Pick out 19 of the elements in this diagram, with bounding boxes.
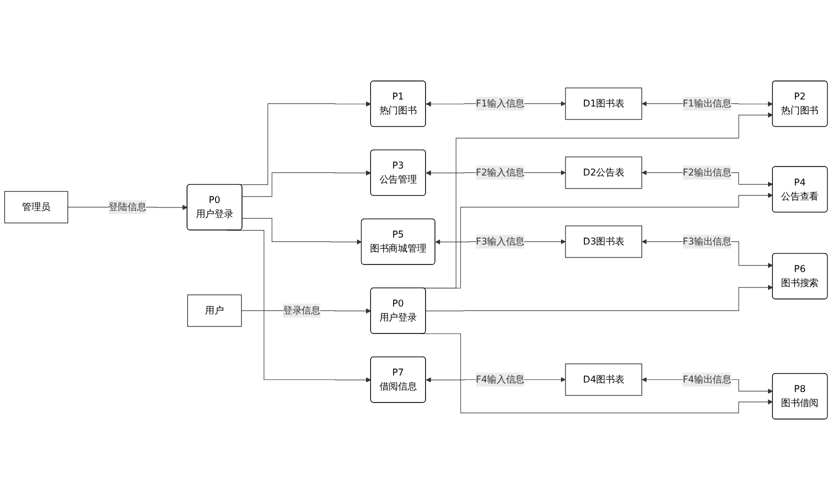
edge-label: F2输出信息 <box>682 166 732 178</box>
arrow <box>242 170 372 197</box>
edge-label: F3输入信息 <box>476 236 525 247</box>
edge-label: F1输出信息 <box>682 98 732 109</box>
edge-label: F4输入信息 <box>476 374 525 385</box>
node-box: 用户 <box>187 294 242 327</box>
edge-label: F4输出信息 <box>682 374 732 385</box>
node-box: D3图书表 <box>565 226 642 258</box>
arrow <box>242 218 362 245</box>
edge-label: F1输入信息 <box>476 98 525 109</box>
arrow <box>426 284 774 312</box>
node-box: D2公告表 <box>565 156 642 189</box>
node-box: 管理员 <box>4 191 68 224</box>
node-box: D1图书表 <box>565 88 642 120</box>
edge-label: F2输入信息 <box>476 166 525 178</box>
edge-label: F3输出信息 <box>682 236 732 247</box>
node-box: D4图书表 <box>565 364 642 396</box>
edge-label: 登录信息 <box>282 304 320 316</box>
edge-label: 登陆信息 <box>108 201 146 212</box>
